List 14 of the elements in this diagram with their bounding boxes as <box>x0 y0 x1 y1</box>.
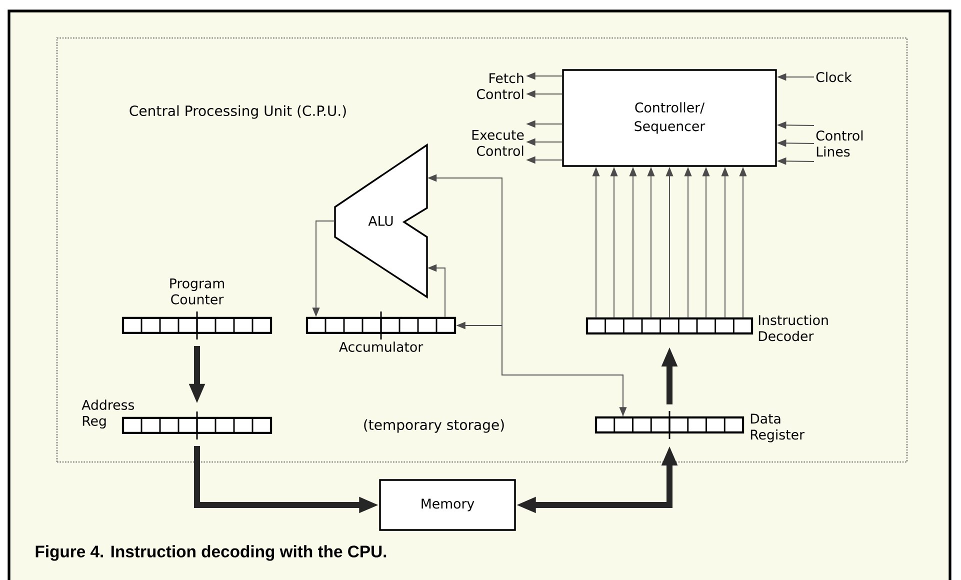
note-text: (temporary storage) <box>364 419 504 433</box>
register-label: Data Register <box>750 414 804 442</box>
register-label: Accumulator <box>339 342 424 352</box>
signal-label: Execute Control <box>472 130 524 156</box>
register-label: Instruction Decoder <box>758 314 828 342</box>
signal-label: Clock <box>816 72 852 82</box>
figure-caption: Figure 4. Instruction decoding with the CPU. <box>36 545 386 561</box>
memory-box: Memory <box>379 479 516 531</box>
signal-label: Fetch Control <box>476 72 524 100</box>
controller-box: Controller/ Sequencer <box>562 69 777 167</box>
register-label: Program Counter <box>170 278 224 304</box>
register-label: Address Reg <box>82 400 134 428</box>
region-label: Central Processing Unit (C.P.U.) <box>130 105 346 119</box>
signal-label: Control Lines <box>816 130 863 157</box>
